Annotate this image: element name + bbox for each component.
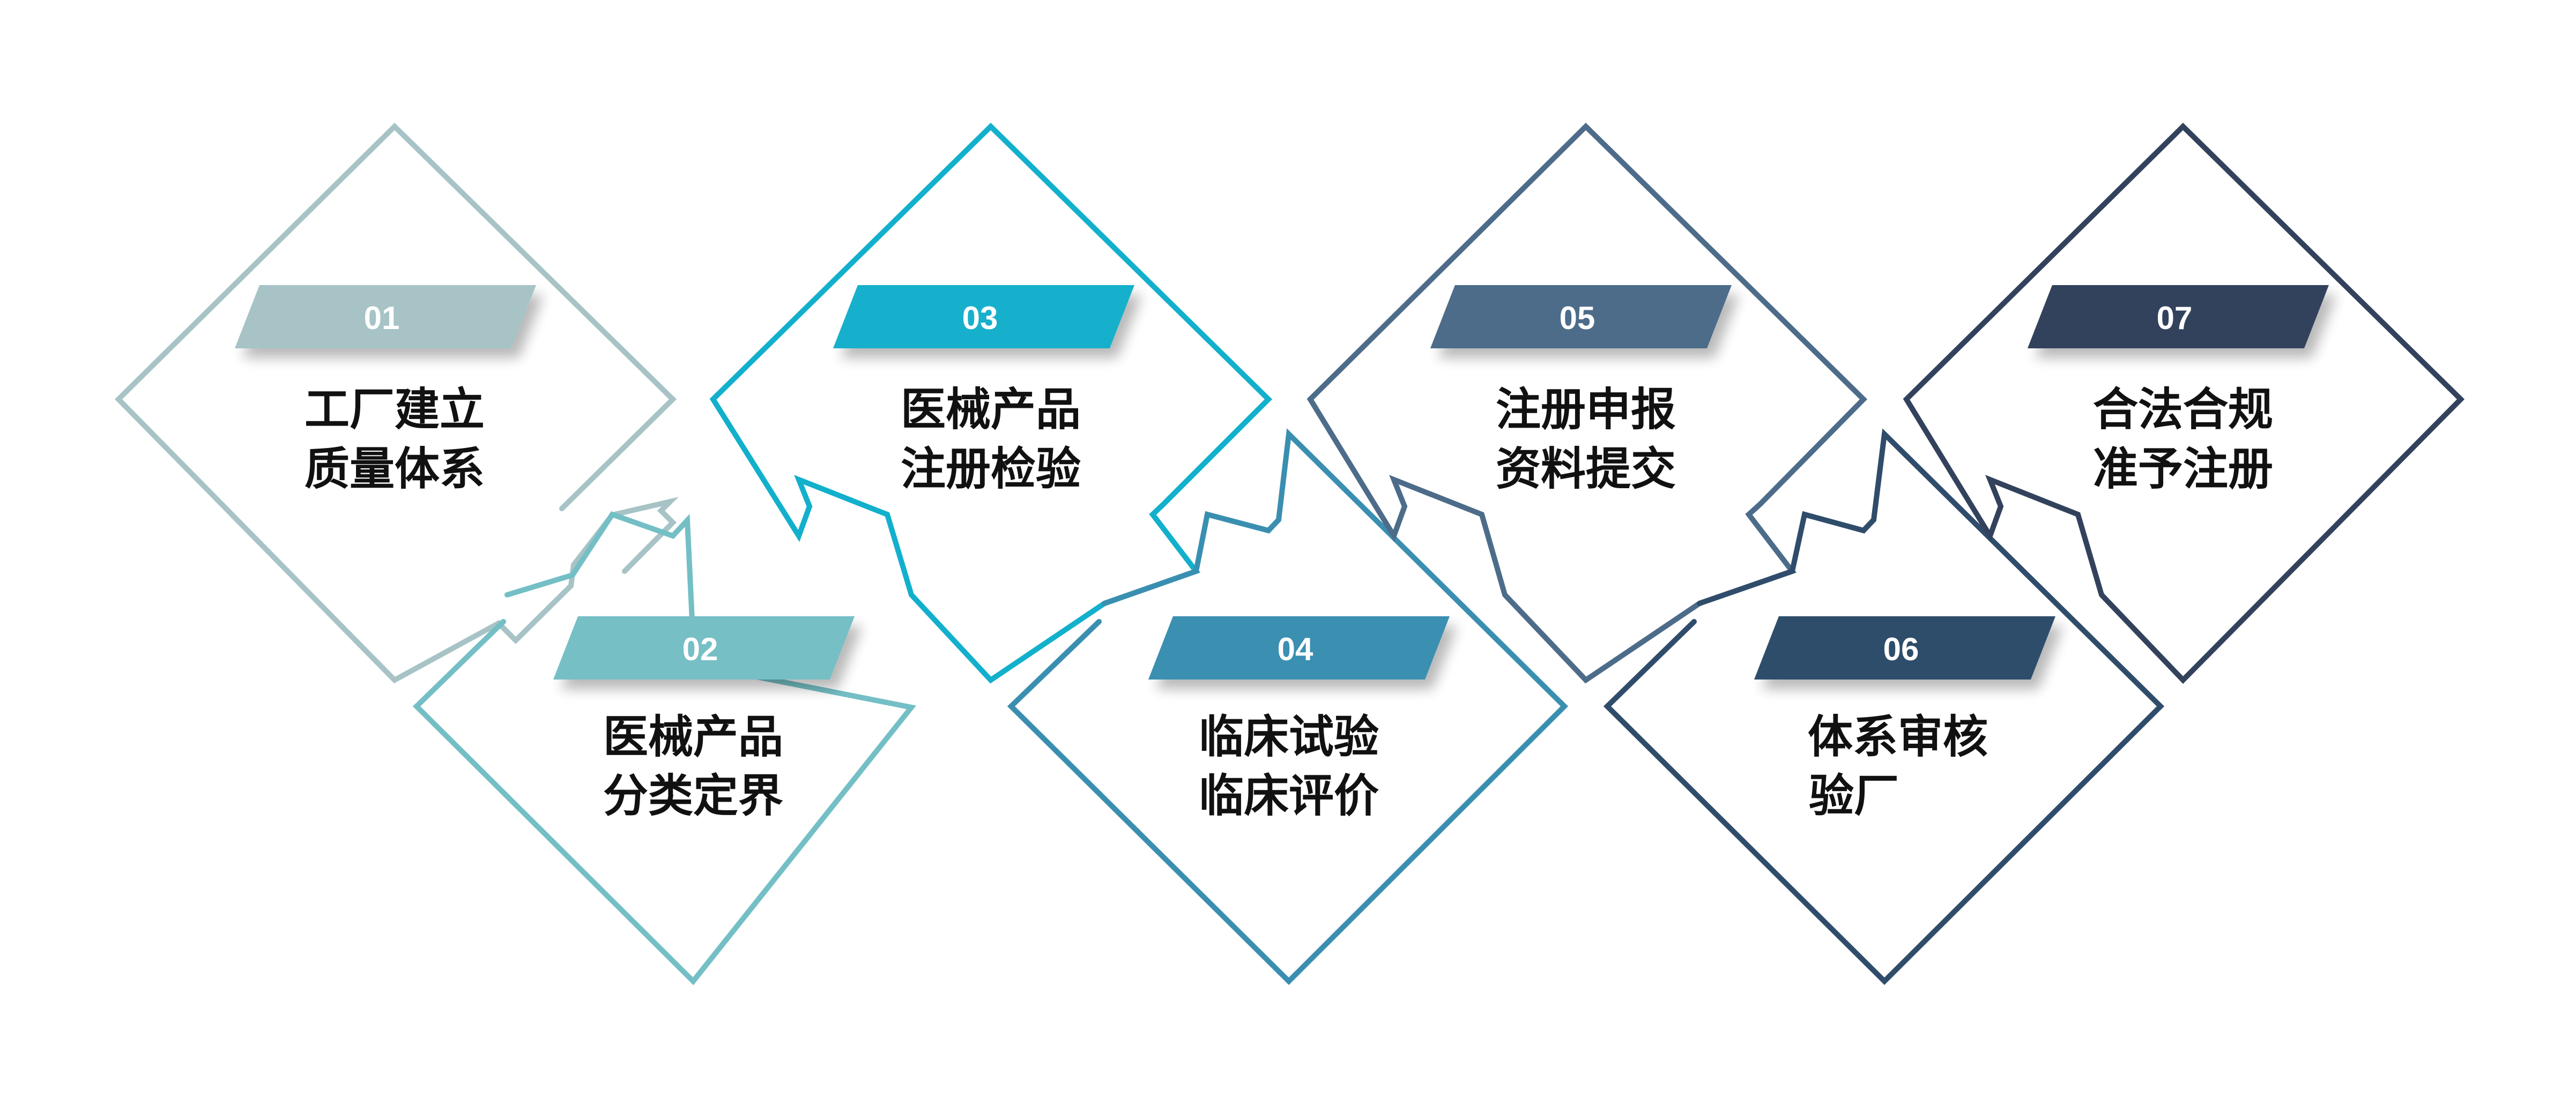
step-03-title-line1: 医械产品 bbox=[901, 383, 1081, 436]
step-06-title-line1: 体系审核 bbox=[1808, 711, 1988, 763]
step-02-number: 02 bbox=[682, 631, 718, 667]
step-07-diamond bbox=[1903, 122, 2465, 684]
step-02-title-line2: 分类定界 bbox=[603, 770, 783, 822]
step-02: 02 医械产品 分类定界 bbox=[412, 511, 917, 985]
step-01-title-line1: 工厂建立 bbox=[305, 383, 485, 436]
step-06-title-line2: 验厂 bbox=[1809, 770, 1899, 822]
step-06-diamond bbox=[1603, 428, 2165, 985]
step-03-number: 03 bbox=[962, 300, 998, 336]
step-03-number-tag bbox=[833, 285, 1134, 348]
step-04-title-line1: 临床试验 bbox=[1199, 711, 1379, 763]
step-07-number: 07 bbox=[2157, 300, 2193, 336]
step-01: 01 工厂建立 质量体系 bbox=[114, 122, 679, 684]
step-03-title-line2: 注册检验 bbox=[901, 443, 1081, 495]
step-02-number-tag bbox=[553, 616, 855, 680]
step-01-number-tag bbox=[235, 285, 536, 348]
step-04: 04 临床试验 临床评价 bbox=[1007, 428, 1569, 985]
step-07-number-tag bbox=[2028, 285, 2329, 348]
step-06-number-tag bbox=[1754, 616, 2055, 680]
step-04-title-line2: 临床评价 bbox=[1199, 770, 1379, 822]
step-01-diamond bbox=[114, 122, 679, 684]
step-05-title-line1: 注册申报 bbox=[1496, 383, 1676, 436]
step-02-diamond bbox=[412, 511, 917, 985]
step-05-number: 05 bbox=[1560, 300, 1595, 336]
step-01-number: 01 bbox=[364, 300, 400, 336]
step-04-number: 04 bbox=[1278, 631, 1313, 667]
step-03: 03 医械产品 注册检验 bbox=[709, 122, 1273, 684]
step-07-title-line1: 合法合规 bbox=[2093, 383, 2273, 436]
step-06-number: 06 bbox=[1883, 631, 1919, 667]
step-07-title-line2: 准予注册 bbox=[2093, 443, 2273, 495]
step-02-title-line1: 医械产品 bbox=[603, 711, 783, 763]
step-06: 06 体系审核 验厂 bbox=[1603, 428, 2165, 985]
step-07: 07 合法合规 准予注册 bbox=[1903, 122, 2465, 684]
step-05: 05 注册申报 资料提交 bbox=[1306, 122, 1868, 684]
step-05-number-tag bbox=[1430, 285, 1732, 348]
step-04-diamond bbox=[1007, 428, 1569, 985]
step-01-title-line2: 质量体系 bbox=[305, 443, 485, 495]
step-05-title-line2: 资料提交 bbox=[1496, 443, 1676, 495]
step-04-number-tag bbox=[1148, 616, 1450, 680]
